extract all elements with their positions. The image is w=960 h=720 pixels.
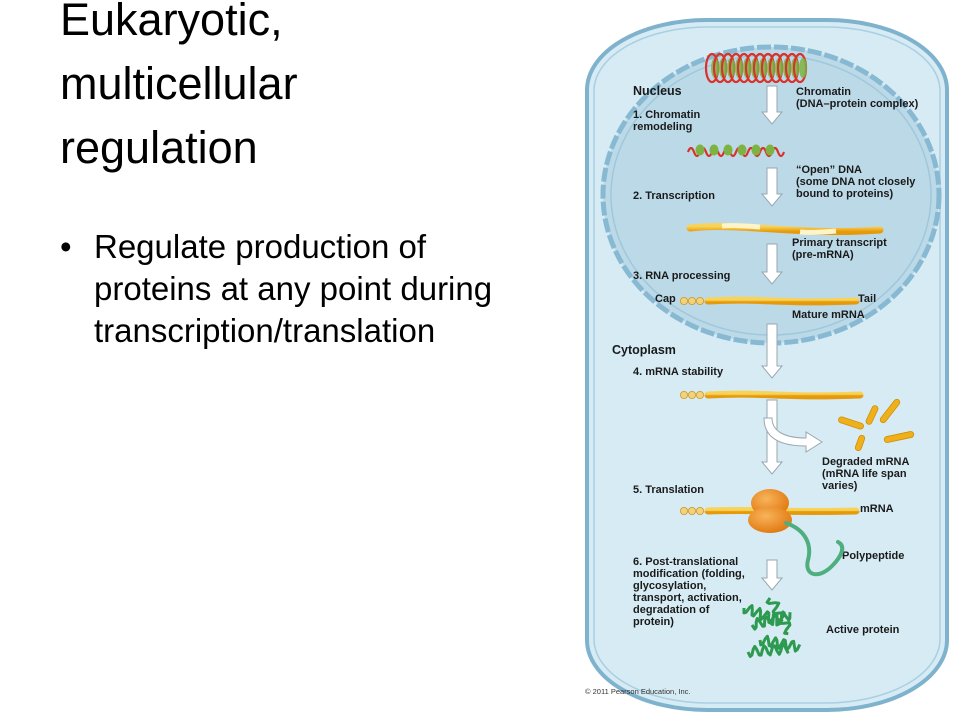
step-6-line: protein) [633,616,674,628]
polypeptide-chain [784,521,845,577]
cap-bead [696,296,705,305]
fragment [879,398,901,424]
polypeptide-label: Polypeptide [842,550,904,562]
arrow-group [760,85,823,591]
nucleus-label: Nucleus [633,84,682,98]
degraded-mrna-label: Degraded mRNA (mRNA life span varies) [822,456,912,492]
step-6-line: degradation of [633,604,710,616]
step-4-label: 4. mRNA stability [633,366,724,378]
title-line: multicellular [60,58,298,109]
chromatin-line: Chromatin [796,86,851,98]
cap-bead [688,506,697,515]
cap-bead [680,506,689,515]
down-arrow [760,559,784,591]
step-1-line: remodeling [633,121,692,133]
primary-transcript-line: (pre-mRNA) [792,249,854,261]
cell-membrane-inner [593,26,941,704]
step-6-line: glycosylation, [633,580,706,592]
degraded-mrna-fragments [838,398,915,452]
mrna-label: mRNA [860,503,894,515]
cap-bead [680,296,689,305]
nucleosome [799,58,807,78]
degraded-mrna-line: varies) [822,480,858,492]
cap-bead [680,390,689,399]
nucleosome [695,144,705,156]
fragment [854,434,866,452]
step-6-line: modification (folding, [633,568,745,580]
open-dna-line: (some DNA not closely [796,176,916,188]
open-dna-line: “Open” DNA [796,164,862,176]
primary-transcript-label: Primary transcript (pre-mRNA) [792,237,890,261]
nucleosome [737,144,747,156]
mature-mrna-label: Mature mRNA [792,309,865,321]
nucleosome [751,144,761,156]
nucleosome [723,144,733,156]
chromatin-label: Chromatin (DNA–protein complex) [796,86,919,110]
title-line: Eukaryotic, [60,0,283,45]
copyright-text: © 2011 Pearson Education, Inc. [585,687,690,696]
bullet-dot: • [60,228,72,265]
step-6-line: transport, activation, [633,592,742,604]
cap-label: Cap [655,293,676,305]
degraded-mrna-line: (mRNA life span [822,468,907,480]
step-2-label: 2. Transcription [633,190,715,202]
mature-mrna [680,296,860,306]
mrna-strand [704,296,860,306]
active-protein-structure [742,597,802,658]
protein-helix [746,642,790,658]
ribosome [748,489,792,533]
step-3-label: 3. RNA processing [633,270,730,282]
slide-title: Eukaryotic, multicellular regulation [60,0,560,180]
open-dna-strand [686,144,786,158]
protein-helix [765,597,792,636]
down-arrow [760,85,784,125]
cap-bead [688,296,697,305]
step-6-line: 6. Post-translational [633,556,738,568]
protein-helix [758,634,802,653]
step-5-label: 5. Translation [633,484,704,496]
step-1-line: 1. Chromatin [633,109,701,121]
degraded-mrna-line: Degraded mRNA [822,456,909,468]
open-dna-label: “Open” DNA (some DNA not closely bound t… [796,164,918,200]
down-arrow [760,323,784,379]
cytoplasm-label: Cytoplasm [612,343,676,357]
cytoplasm-mrna [680,390,864,400]
step-1-label: 1. Chromatin remodeling [633,109,703,133]
fragment [883,431,915,443]
intron-segment [721,223,761,230]
tail-label: Tail [858,293,876,305]
cap-bead [688,390,697,399]
chromatin-coil [704,52,808,84]
ribosome-small-subunit [748,507,792,533]
cap-bead [696,506,705,515]
active-protein-label: Active protein [826,624,900,636]
open-dna-line: bound to proteins) [796,188,893,200]
fragment [838,416,864,430]
down-arrow [760,243,784,285]
down-arrow [760,167,784,207]
intron-segment [799,228,837,235]
nucleosome [709,144,719,156]
step-6-label: 6. Post-translational modification (fold… [633,556,748,628]
bullet-point: • Regulate production of proteins at any… [60,226,540,352]
branch-arrow [763,417,823,453]
nucleosome [765,144,775,156]
cap-bead [696,390,705,399]
mrna-strand [704,390,864,400]
fragment [865,405,879,425]
primary-transcript-line: Primary transcript [792,237,887,249]
title-line: regulation [60,122,258,173]
bullet-text: Regulate production of proteins at any p… [94,228,493,349]
chromatin-line: (DNA–protein complex) [796,98,919,110]
primary-transcript-strand [686,223,884,235]
